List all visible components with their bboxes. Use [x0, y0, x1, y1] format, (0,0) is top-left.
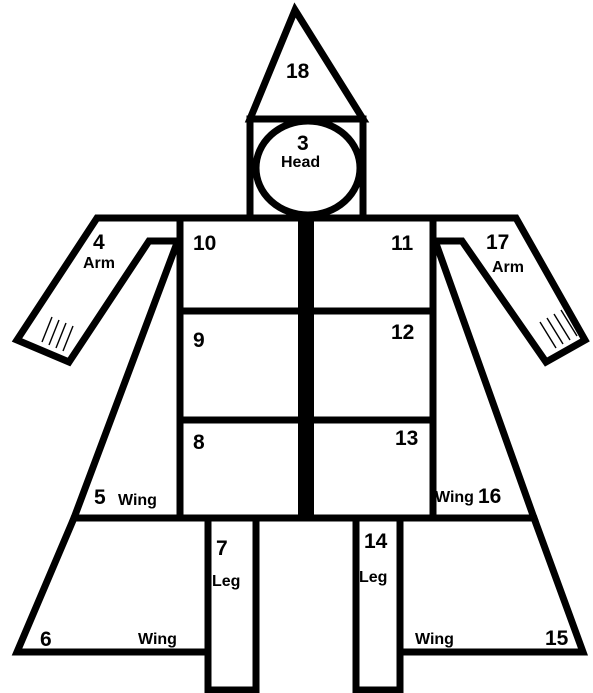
- label-wing-5: Wing: [118, 492, 157, 509]
- label-14: 14: [364, 530, 388, 553]
- label-8: 8: [193, 431, 205, 454]
- label-17: 17: [486, 231, 509, 254]
- label-arm-left: Arm: [83, 255, 115, 272]
- label-12: 12: [391, 321, 414, 344]
- label-16: 16: [478, 485, 501, 508]
- label-10: 10: [193, 232, 216, 255]
- label-wing-15: Wing: [415, 631, 454, 648]
- label-leg-14: Leg: [359, 569, 387, 586]
- label-18: 18: [286, 60, 310, 83]
- label-9: 9: [193, 329, 205, 352]
- label-6: 6: [40, 628, 52, 651]
- label-13: 13: [395, 427, 418, 450]
- label-11: 11: [391, 232, 414, 255]
- label-3: 3: [297, 132, 309, 155]
- label-leg-7: Leg: [212, 573, 240, 590]
- label-head: Head: [281, 154, 320, 171]
- label-4: 4: [93, 231, 105, 254]
- label-arm-right: Arm: [492, 259, 524, 276]
- label-5: 5: [94, 486, 106, 509]
- label-15: 15: [545, 627, 569, 650]
- label-7: 7: [216, 537, 228, 560]
- label-wing-6: Wing: [138, 631, 177, 648]
- label-wing-16: Wing: [435, 489, 474, 506]
- torso: [180, 218, 433, 518]
